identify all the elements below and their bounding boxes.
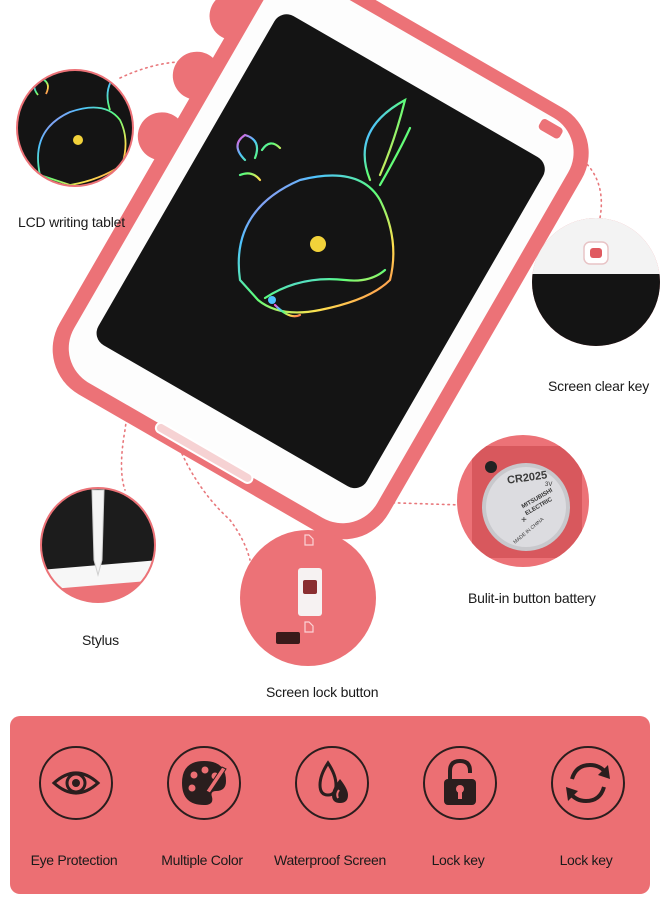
- feature-label: Multiple Color: [161, 852, 243, 868]
- battery-plus-text: +: [521, 515, 527, 526]
- feature-label: Waterproof Screen: [274, 852, 386, 868]
- stylus-detail-circle: [40, 487, 156, 603]
- feature-waterproof: Waterproof Screen: [266, 746, 394, 886]
- lcd-writing-tablet-label: LCD writing tablet: [18, 214, 125, 230]
- refresh-arrows-icon: [551, 746, 625, 820]
- battery-label: Bulit-in button battery: [468, 590, 596, 606]
- feature-multiple-color: Multiple Color: [138, 746, 266, 886]
- feature-label: Eye Protection: [30, 852, 118, 868]
- whale-drawing: [236, 97, 412, 318]
- padlock-icon: [423, 746, 497, 820]
- screen-clear-key-label: Screen clear key: [548, 378, 650, 394]
- feature-lock-key-refresh: Lock key: [522, 746, 650, 886]
- feature-lock-key: Lock key: [394, 746, 522, 886]
- palette-icon: [167, 746, 241, 820]
- lcd-detail-circle: [16, 69, 134, 187]
- screen-lock-button-label: Screen lock button: [266, 684, 379, 700]
- tablet-device: [52, 0, 589, 540]
- battery-detail-circle: [457, 435, 589, 567]
- clear-key-detail-circle: [532, 218, 660, 346]
- battery-volt-text: 3V: [545, 482, 553, 488]
- stylus-label: Stylus: [82, 632, 119, 648]
- feature-eye-protection: Eye Protection: [10, 746, 138, 886]
- feature-label: Lock key: [559, 852, 613, 868]
- feature-label: Lock key: [431, 852, 485, 868]
- lock-button-detail-circle: [240, 530, 376, 666]
- eye-icon: [39, 746, 113, 820]
- feature-band: Eye Protection Multiple Color Waterproof…: [10, 716, 650, 894]
- water-drops-icon: [295, 746, 369, 820]
